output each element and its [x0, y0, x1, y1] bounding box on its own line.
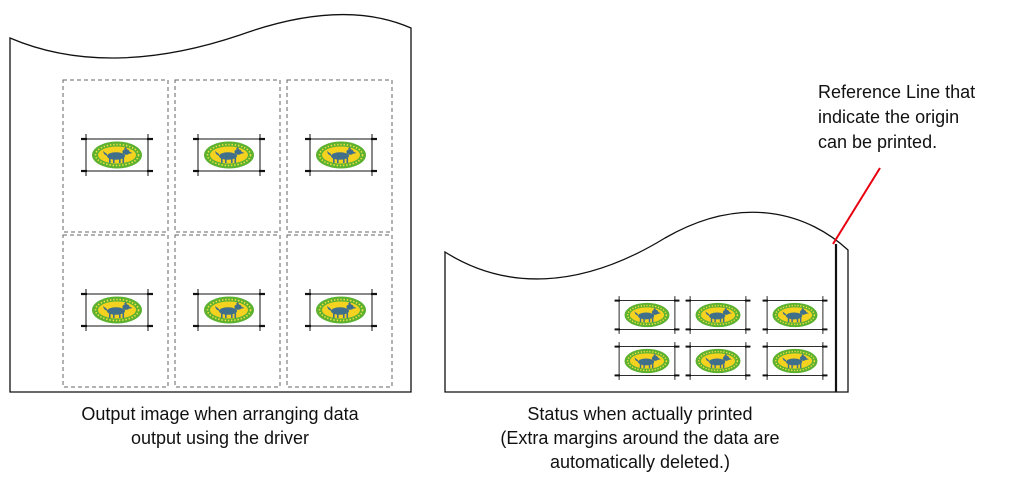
caption-line: (Extra margins around the data are	[500, 428, 780, 448]
caption-line: Status when actually printed	[527, 404, 753, 424]
reference-line-annotation: Reference Line that indicate the origin …	[818, 80, 975, 155]
left-sheet-outline	[9, 13, 412, 393]
dashed-cell	[62, 79, 169, 233]
caption-line: output using the driver	[130, 428, 310, 448]
left-dashed-grid	[62, 79, 393, 388]
annotation-line: can be printed.	[818, 132, 938, 152]
dashed-cell	[174, 234, 281, 388]
caption-line: automatically deleted.)	[549, 452, 731, 472]
dashed-cell	[286, 79, 393, 233]
annotation-leader-line	[832, 167, 881, 245]
dashed-cell	[286, 234, 393, 388]
right-caption: Status when actually printed (Extra marg…	[430, 402, 850, 474]
annotation-line: Reference Line that	[818, 82, 976, 102]
annotation-line: indicate the origin	[818, 107, 960, 127]
dashed-cell	[174, 79, 281, 233]
caption-line: Output image when arranging data	[81, 404, 359, 424]
dashed-cell	[62, 234, 169, 388]
left-caption: Output image when arranging data output …	[10, 402, 430, 450]
